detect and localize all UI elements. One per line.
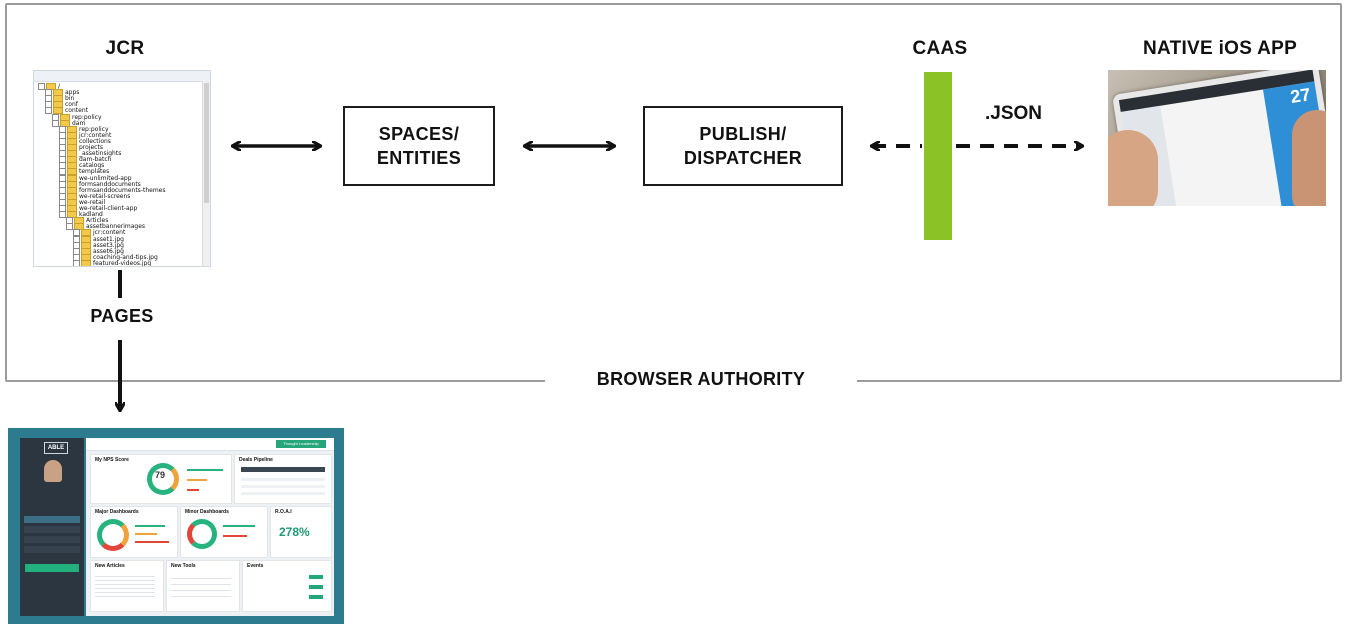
tree-row-label: asset3.jpg: [93, 241, 124, 249]
roi-title: R.O.A.I: [275, 509, 292, 515]
tree-row-label: /: [58, 83, 61, 90]
nav-item: [24, 516, 80, 523]
nps-card: My NPS Score 79: [90, 454, 232, 504]
major-dashboards-card: Major Dashboards: [90, 506, 178, 558]
tree-row-label: conf: [65, 101, 78, 109]
nav-item: [24, 526, 80, 533]
tools-title: New Tools: [171, 563, 196, 569]
tree-row-label: formsanddocuments: [79, 180, 141, 188]
publish-dispatcher-box: PUBLISH/ DISPATCHER: [643, 106, 843, 186]
hand-left: [1108, 130, 1158, 206]
tree-scrollbar: [202, 81, 210, 266]
tree-row-label: we-retail-screens: [79, 192, 131, 200]
frame-label-gap: [545, 372, 857, 384]
tree-row-label: asset6.jpg: [93, 247, 124, 255]
events-title: Events: [247, 563, 264, 569]
tablet-date-number: 27: [1288, 84, 1312, 108]
dashboard-green-button: [25, 564, 79, 572]
tree-row-label: rep:policy: [72, 113, 102, 121]
thought-leadership-button: Thought Leadership: [276, 440, 326, 448]
native-ios-app-photo: 27: [1108, 70, 1326, 206]
tree-row-label: content: [65, 107, 88, 115]
tree-row-label: Articles: [86, 217, 109, 225]
minor-title: Minor Dashboards: [185, 509, 229, 515]
dashboard-sidebar: ABLE: [20, 438, 84, 616]
tree-row[interactable]: featured-videos.jpg: [73, 259, 152, 267]
nav-item: [24, 546, 80, 553]
tree-row-label: projects: [79, 144, 103, 151]
deals-title: Deals Pipeline: [239, 457, 273, 463]
new-articles-card: New Articles: [90, 560, 164, 612]
dashboard-main: Thought Leadership My NPS Score 79 Deals…: [86, 438, 334, 616]
deals-card: Deals Pipeline: [234, 454, 332, 504]
tree-row-label: _assetinsights: [79, 150, 122, 158]
folder-icon: [81, 259, 91, 266]
tree-row-label: formsanddocuments-themes: [79, 186, 166, 194]
json-label: .JSON: [985, 103, 1043, 124]
jcr-title: JCR: [105, 38, 145, 59]
expand-toggle-icon[interactable]: [38, 83, 45, 90]
tree-row-label: we-retail: [79, 198, 106, 206]
tree-row-label: dam: [72, 119, 86, 127]
hand-right: [1292, 110, 1326, 206]
spaces-entities-line2: ENTITIES: [376, 148, 462, 168]
tree-row-label: apps: [65, 89, 80, 97]
nps-ring: [147, 463, 179, 495]
publish-dispatcher-line2: DISPATCHER: [683, 148, 803, 168]
tree-row-label: kadland: [79, 211, 103, 219]
new-tools-card: New Tools: [166, 560, 240, 612]
tree-row-label: we-retail-client-app: [79, 205, 138, 212]
tree-row-label: jcr:content: [93, 229, 126, 237]
tree-toolbar: [34, 71, 210, 82]
nav-item: [24, 536, 80, 543]
expand-toggle-icon[interactable]: [59, 211, 66, 219]
tree-row-label: we-unlimited-app: [79, 174, 132, 182]
tree-row-label: asset1.jpg: [93, 235, 124, 243]
expand-toggle-icon[interactable]: [45, 107, 52, 115]
tree-row-label: catalogs: [79, 162, 105, 170]
native-ios-app-title: NATIVE iOS APP: [1142, 38, 1298, 59]
expand-toggle-icon[interactable]: [66, 223, 73, 231]
tree-row-label: rep:policy: [79, 125, 109, 133]
caas-title: CAAS: [912, 38, 968, 59]
spaces-entities-line1: SPACES/: [378, 124, 460, 144]
tree-row-label: coaching-and-tips.jpg: [93, 253, 158, 261]
minor-dashboards-card: Minor Dashboards: [180, 506, 268, 558]
expand-toggle-icon[interactable]: [52, 119, 59, 127]
dashboard-logo: ABLE: [44, 442, 68, 454]
tree-row-label: featured-videos.jpg: [93, 259, 152, 267]
dashboard-topnav: Thought Leadership: [86, 438, 334, 451]
events-card: Events: [242, 560, 332, 612]
tree-row-label: bin: [65, 95, 75, 103]
nps-title: My NPS Score: [95, 457, 129, 463]
caas-bar: [924, 72, 952, 240]
tree-row-label: jcr:content: [79, 131, 112, 139]
tree-row-label: dam-batch: [79, 156, 112, 164]
articles-title: New Articles: [95, 563, 125, 569]
pages-label: PAGES: [72, 306, 172, 327]
pages-dashboard-screenshot: ABLE Thought Leadership My NPS Score 79 …: [8, 428, 344, 624]
expand-toggle-icon[interactable]: [73, 259, 80, 266]
nps-value: 79: [155, 470, 166, 480]
major-title: Major Dashboards: [95, 509, 139, 515]
roi-card: R.O.A.I 278%: [270, 506, 332, 558]
publish-dispatcher-line1: PUBLISH/: [699, 124, 787, 144]
tree-row-label: templates: [79, 168, 110, 176]
dashboard-avatar: [44, 460, 62, 482]
spaces-entities-box: SPACES/ ENTITIES: [343, 106, 495, 186]
tree-row-label: collections: [79, 137, 111, 145]
browser-authority-label: BROWSER AUTHORITY: [596, 369, 806, 389]
roi-value: 278%: [279, 525, 310, 539]
tree-row-label: assetbannerimages: [86, 223, 146, 231]
